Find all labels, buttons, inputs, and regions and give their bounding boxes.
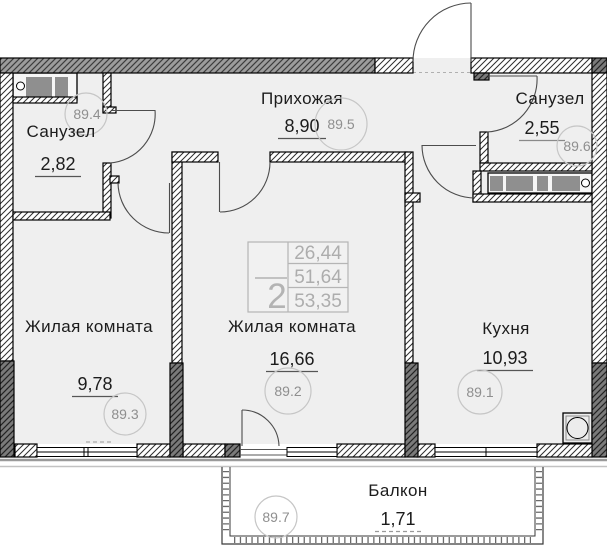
wall-corner-top-right: [591, 57, 607, 74]
room-area-hallway: 8,90: [284, 116, 319, 136]
wall-top-gray: [0, 57, 376, 74]
room-name-balcony: Балкон: [368, 481, 427, 500]
ref-num-bath-left: 89.4: [73, 106, 100, 122]
room-balcony: Балкон 1,71 89.7: [254, 481, 427, 539]
interior-walls: [12, 72, 593, 458]
facade-lines: [0, 458, 607, 468]
door-living-center: [218, 161, 271, 213]
stamp-row2: 51,64: [294, 267, 342, 288]
room-area-living-center: 16,66: [269, 349, 314, 369]
window-living-center: [286, 447, 338, 457]
windows: [36, 441, 538, 457]
wall-left-pier: [0, 360, 15, 458]
wall-niche-bottom: [472, 193, 593, 203]
room-name-hallway: Прихожая: [261, 89, 343, 108]
wall-center-top-b: [269, 151, 408, 163]
room-kitchen: Кухня 10,93 89.1: [457, 319, 533, 415]
exterior-walls: [0, 57, 607, 458]
room-living-left: Жилая комната 9,78 89.3: [25, 317, 153, 436]
ref-circle-bath-left: [64, 92, 108, 136]
wall-bath-left-upper: [102, 72, 112, 113]
ref-num-bath-right: 89.6: [563, 138, 590, 154]
jamb-kitchen: [404, 192, 421, 203]
fixture-sink: [562, 412, 593, 444]
ref-num-balcony: 89.7: [262, 509, 289, 525]
wall-kitchen-left-pier: [404, 362, 419, 458]
wall-bottom-pier: [224, 443, 241, 458]
wall-bath-left-bottom: [12, 211, 111, 221]
room-name-bath-left: Санузел: [26, 122, 95, 141]
wall-bath-right-left: [479, 131, 489, 164]
room-bath-right: Санузел 2,55 89.6: [515, 89, 598, 167]
wall-bottom-6: [536, 443, 593, 458]
wall-center-left-pier: [169, 362, 184, 458]
room-area-balcony: 1,71: [380, 509, 415, 529]
wall-top-right: [470, 57, 593, 74]
fixture-bathtub-right: [487, 172, 593, 194]
wall-bottom-4: [336, 443, 406, 458]
wall-bottom-2: [136, 443, 171, 458]
room-area-bath-left: 2,82: [40, 154, 75, 174]
wall-left: [0, 72, 14, 362]
door-bath-right: [486, 75, 538, 133]
door-balcony: [241, 409, 280, 447]
wall-center-top-a: [171, 151, 219, 163]
ref-circle-bath-right: [556, 125, 598, 167]
ref-num-living-center: 89.2: [274, 383, 301, 399]
door-living-left: [117, 182, 171, 234]
ref-circle-living-left: [103, 392, 147, 436]
doors: [109, 2, 538, 447]
wall-bottom-3: [182, 443, 226, 458]
room-name-living-left: Жилая комната: [25, 317, 153, 336]
room-living-center: Жилая комната 16,66 89.2: [228, 317, 356, 415]
wall-right-pier: [591, 362, 607, 458]
wall-center-left: [171, 151, 183, 364]
ref-circle-living-center: [264, 367, 312, 415]
room-labels: Прихожая 8,90 89.5 89.4 Санузел 2,82 Сан…: [25, 89, 598, 539]
jamb-bath-left-bottom: [109, 175, 120, 184]
wall-bottom-5: [416, 443, 436, 458]
wall-bottom-1: [14, 443, 38, 458]
door-bath-left: [109, 109, 156, 164]
balcony-door-threshold: [240, 449, 287, 456]
room-name-bath-right: Санузел: [515, 89, 584, 108]
ref-circle-kitchen: [457, 369, 503, 415]
ref-num-hallway: 89.5: [327, 116, 354, 132]
ref-num-living-left: 89.3: [111, 406, 138, 422]
room-name-kitchen: Кухня: [482, 319, 530, 338]
wall-bath-left-lower: [102, 162, 112, 219]
balcony-walls: [221, 467, 544, 545]
ref-num-kitchen: 89.1: [466, 384, 493, 400]
window-living-left: [36, 441, 138, 457]
window-kitchen: [434, 447, 538, 457]
room-bath-left: 89.4 Санузел 2,82: [26, 92, 108, 178]
door-kitchen: [421, 144, 476, 199]
stamp-table: 2 26,44 51,64 53,35: [247, 241, 349, 316]
fixture-bathtub-left: [12, 72, 78, 101]
room-area-bath-right: 2,55: [524, 118, 559, 138]
stamp-row3: 53,35: [294, 291, 342, 312]
ref-circle-hallway: [314, 97, 368, 151]
wall-tub-ledge: [12, 96, 78, 104]
wall-kitchen-left: [404, 151, 414, 364]
jamb-entrance: [473, 72, 490, 81]
ref-circle-balcony: [254, 495, 298, 539]
room-area-living-left: 9,78: [77, 374, 112, 394]
stamp-row1: 26,44: [294, 243, 342, 264]
wall-top-lintel: [374, 57, 414, 74]
room-name-living-center: Жилая комната: [228, 317, 356, 336]
door-entrance: [412, 2, 472, 63]
wall-right: [591, 72, 607, 364]
room-hallway: Прихожая 8,90 89.5: [261, 89, 368, 151]
room-area-kitchen: 10,93: [482, 348, 527, 368]
stamp-rooms-count: 2: [267, 277, 286, 316]
wall-bath-right-bottom: [479, 162, 593, 172]
